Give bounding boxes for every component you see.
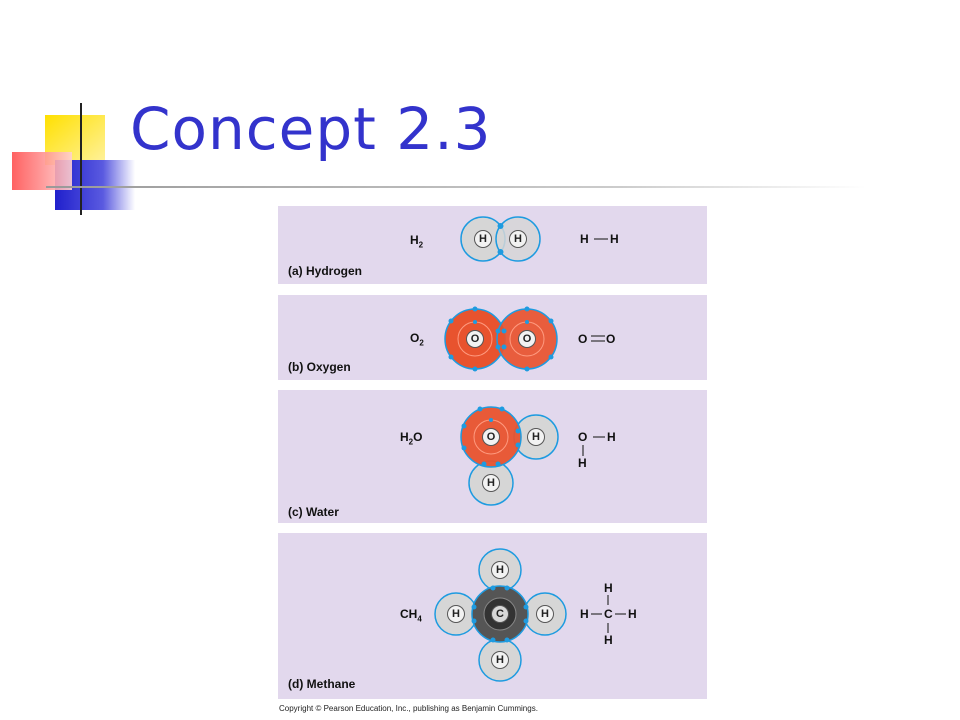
hydrogen-atom-2: H (510, 231, 526, 247)
water-structure-h1: H (607, 430, 616, 444)
methane-hydrogen-bottom: H (492, 652, 508, 668)
methane-structure-right: H (628, 607, 637, 621)
water-hydrogen-atom-2: H (483, 475, 499, 491)
hydrogen-panel: H2 H H H H (a) Hydrogen (278, 206, 707, 284)
water-oxygen-atom: O (483, 429, 499, 445)
methane-hydrogen-top: H (492, 562, 508, 578)
methane-structure-left: H (580, 607, 589, 621)
methane-carbon-atom: C (492, 606, 508, 622)
copyright-notice: Copyright © Pearson Education, Inc., pub… (279, 704, 538, 713)
oxygen-structure-b: O (606, 332, 616, 346)
water-structure-o: O (578, 430, 588, 444)
hydrogen-structure-b: H (610, 232, 619, 246)
methane-structure-top: H (604, 581, 613, 595)
methane-caption: (d) Methane (288, 677, 356, 691)
slide-title: Concept 2.3 (130, 95, 492, 163)
slide-decoration (12, 103, 866, 215)
oxygen-atom-1: O (467, 331, 483, 347)
hydrogen-structure-a: H (580, 232, 589, 246)
water-hydrogen-atom-1: H (528, 429, 544, 445)
methane-structure-bottom: H (604, 633, 613, 647)
hydrogen-caption: (a) Hydrogen (288, 264, 363, 278)
oxygen-atom-2: O (519, 331, 535, 347)
water-caption: (c) Water (288, 505, 339, 519)
hydrogen-formula: H2 (410, 233, 424, 250)
oxygen-formula: O2 (410, 331, 424, 348)
methane-structure-c: C (604, 607, 613, 621)
water-diagram (460, 406, 605, 506)
oxygen-caption: (b) Oxygen (288, 360, 351, 374)
water-structure-h2: H (578, 456, 587, 470)
oxygen-structure-a: O (578, 332, 588, 346)
methane-hydrogen-left: H (448, 606, 464, 622)
methane-formula: CH4 (400, 607, 422, 624)
hydrogen-atom-1: H (475, 231, 491, 247)
methane-hydrogen-right: H (537, 606, 553, 622)
methane-panel: CH4 C H H H H C H H H H (d) Methane (278, 533, 707, 699)
oxygen-panel: O2 O O O O (b) Oxygen (278, 295, 707, 380)
water-panel: H2O O H H O H H (c) Water (278, 390, 707, 523)
water-formula: H2O (400, 430, 423, 447)
